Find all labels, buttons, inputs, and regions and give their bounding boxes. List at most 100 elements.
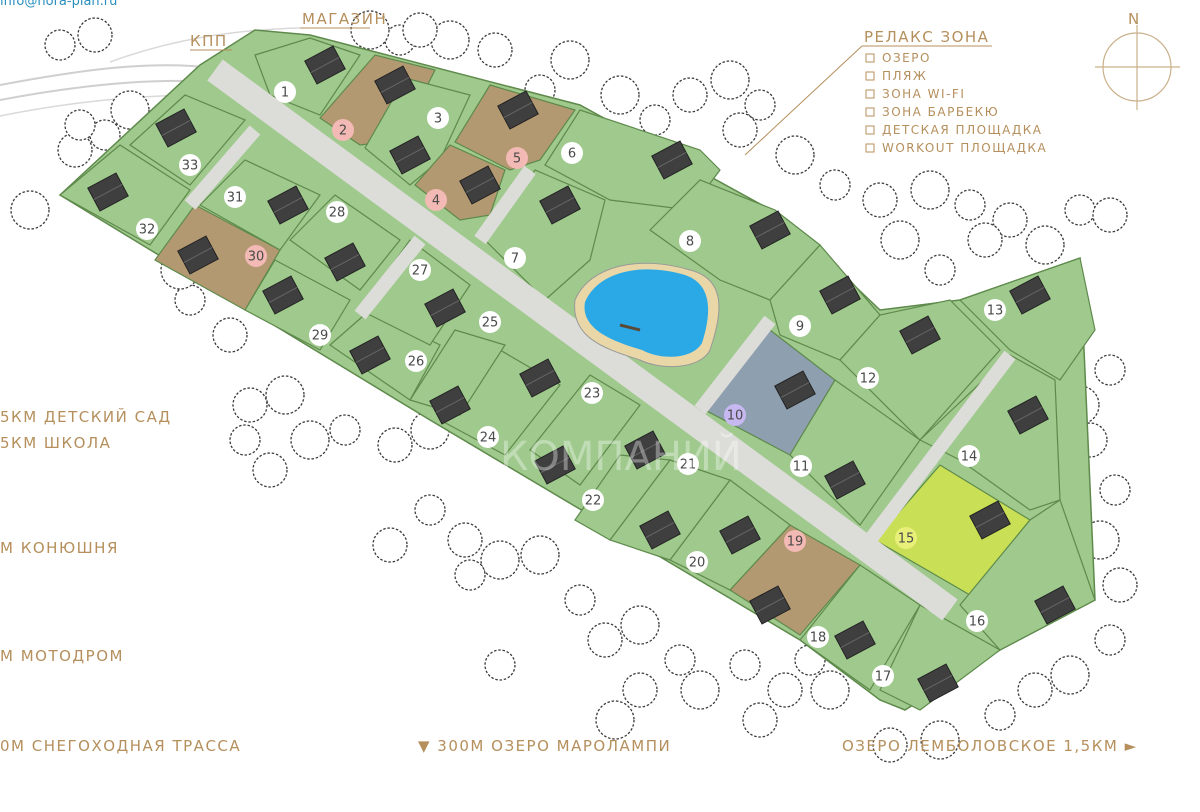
relax-zone-title: РЕЛАКС ЗОНА — [864, 28, 989, 46]
house-icon — [267, 185, 309, 225]
plot-number-badge[interactable]: 30 — [245, 245, 267, 267]
plot-number-badge[interactable]: 5 — [506, 147, 528, 169]
house-icon — [349, 335, 391, 375]
plot-number-badge[interactable]: 29 — [309, 324, 331, 346]
plot-12[interactable] — [839, 299, 1001, 441]
plot-number-badge[interactable]: 25 — [479, 311, 501, 333]
tree-icon — [775, 135, 815, 175]
north-label: N — [1128, 10, 1141, 28]
plot-33[interactable] — [129, 94, 246, 186]
tree-icon — [910, 170, 950, 210]
plot-number: 12 — [860, 372, 877, 387]
plot-number-badge[interactable]: 7 — [504, 247, 526, 269]
tree-icon — [329, 414, 361, 446]
plot-number-badge[interactable]: 12 — [857, 367, 879, 389]
plot-number-badge[interactable]: 6 — [561, 142, 583, 164]
plot-number: 2 — [339, 124, 347, 139]
houses-layer — [87, 45, 1076, 703]
plot-number-badge[interactable]: 24 — [477, 426, 499, 448]
distance-item: 0М СНЕГОХОДНАЯ ТРАССА — [0, 737, 241, 755]
contact-email[interactable]: info@norа-plan.ru — [0, 0, 118, 9]
plot-number-badge[interactable]: 31 — [224, 186, 246, 208]
house-icon — [155, 108, 197, 148]
tree-icon — [372, 527, 408, 563]
plot-number: 32 — [139, 223, 156, 238]
lake — [574, 262, 720, 368]
tree-icon — [77, 17, 113, 53]
tree-icon — [587, 622, 623, 658]
plot-number-badge[interactable]: 3 — [427, 107, 449, 129]
tree-icon — [722, 112, 758, 148]
plot-number: 15 — [898, 532, 915, 547]
plot-number: 3 — [434, 112, 442, 127]
plot-number-badge[interactable]: 2 — [332, 119, 354, 141]
tree-icon — [992, 202, 1028, 238]
tree-icon — [402, 12, 438, 48]
tree-icon — [1025, 225, 1065, 265]
tree-icon — [89, 119, 121, 151]
road-branch-mid — [354, 235, 426, 320]
tree-icon — [595, 700, 635, 740]
plot-31[interactable] — [199, 159, 321, 251]
plot-number: 27 — [412, 264, 429, 279]
road-branch-right — [864, 350, 1016, 545]
tree-icon — [290, 420, 330, 460]
plot-number: 26 — [408, 355, 425, 370]
plot-number-badge[interactable]: 1 — [274, 81, 296, 103]
house-icon — [969, 500, 1011, 540]
tree-icon — [550, 40, 590, 80]
plot-number-badge[interactable]: 11 — [790, 455, 812, 477]
plot-5[interactable] — [454, 84, 576, 171]
plot-number-badge[interactable]: 19 — [784, 530, 806, 552]
plot-number-badge[interactable]: 4 — [425, 189, 447, 211]
plot-17[interactable] — [879, 604, 1002, 711]
tree-icon — [252, 452, 288, 488]
tree-icon — [1102, 567, 1138, 603]
road-branch-upper — [474, 165, 536, 245]
plot-number-badge[interactable]: 15 — [895, 527, 917, 549]
plot-number-badge[interactable]: 14 — [958, 445, 980, 467]
tree-icon — [880, 220, 920, 260]
plot-6[interactable] — [544, 109, 721, 211]
plot-number-badge[interactable]: 32 — [136, 218, 158, 240]
house-icon — [1009, 275, 1051, 315]
plot-number-badge[interactable]: 21 — [677, 453, 699, 475]
plot-13[interactable] — [958, 257, 1096, 381]
plot-number: 21 — [680, 458, 697, 473]
tree-icon — [430, 20, 470, 60]
plot-number-badge[interactable]: 20 — [686, 551, 708, 573]
plot-number-badge[interactable]: 23 — [581, 382, 603, 404]
tree-icon — [984, 699, 1016, 731]
plot-number-badge[interactable]: 28 — [326, 201, 348, 223]
shop-label: МАГАЗИН — [302, 10, 387, 28]
house-icon — [262, 275, 304, 315]
plot-number: 23 — [584, 387, 601, 402]
plot-number: 5 — [513, 152, 521, 167]
house-icon — [519, 358, 561, 398]
tree-icon — [744, 89, 776, 121]
plot-number-badge[interactable]: 22 — [582, 489, 604, 511]
plot-number-badge[interactable]: 16 — [966, 610, 988, 632]
plot-number-badge[interactable]: 26 — [405, 350, 427, 372]
plot-number: 30 — [248, 250, 265, 265]
plot-number-badge[interactable]: 10 — [724, 404, 746, 426]
plot-number-badge[interactable]: 9 — [789, 315, 811, 337]
plot-number-badge[interactable]: 8 — [679, 230, 701, 252]
compass-icon: N — [1095, 10, 1180, 110]
plot-number-badge[interactable]: 13 — [984, 299, 1006, 321]
plot-number-badge[interactable]: 33 — [179, 154, 201, 176]
plot-number-badge[interactable]: 17 — [872, 665, 894, 687]
house-icon — [749, 210, 791, 250]
plot-number: 33 — [182, 159, 199, 174]
plot-number: 11 — [793, 460, 810, 475]
plot-22[interactable] — [574, 454, 672, 541]
plot-number-badge[interactable]: 18 — [807, 626, 829, 648]
tree-icon — [924, 254, 956, 286]
road-branch-10 — [694, 315, 776, 415]
house-icon — [819, 275, 861, 315]
tree-icon — [729, 649, 761, 681]
plot-number-badge[interactable]: 27 — [409, 259, 431, 281]
main-road — [207, 59, 958, 621]
